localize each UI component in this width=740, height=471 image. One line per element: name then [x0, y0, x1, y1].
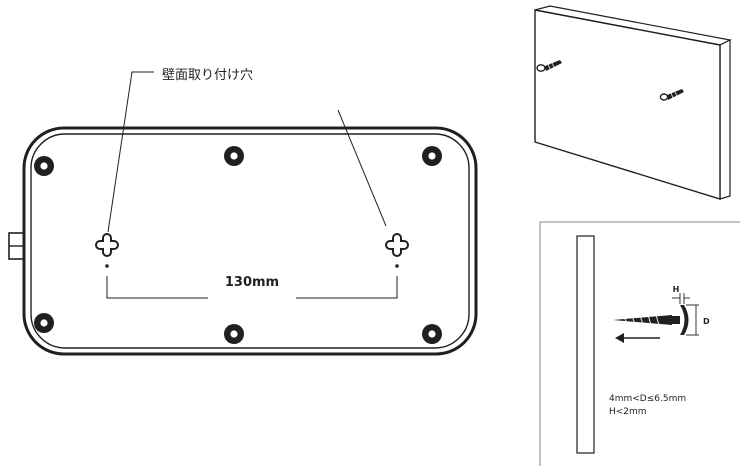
screw-icon	[659, 89, 684, 101]
keyhole-cross-icon	[95, 233, 119, 257]
foot-icon	[422, 146, 442, 166]
foot-icon	[224, 324, 244, 344]
foot-icon	[34, 156, 54, 176]
callout-leaders	[107, 71, 387, 233]
rubber-feet	[34, 146, 442, 344]
foot-icon	[34, 313, 54, 333]
spec-line-2: H<2mm	[609, 407, 647, 417]
left-arrow-icon	[615, 333, 660, 343]
device-body-inner	[30, 133, 470, 349]
spec-line-1: 4mm<D≤6.5mm	[609, 394, 686, 404]
dimension-d	[686, 304, 699, 336]
keyhole-cross-icon	[385, 233, 409, 257]
wall-section	[576, 235, 595, 454]
spacing-dimension-label: 130mm	[225, 275, 279, 290]
dimension-h	[672, 293, 690, 304]
mount-hole-left	[95, 233, 119, 268]
foot-icon	[422, 324, 442, 344]
mount-hole-right	[385, 233, 409, 268]
screw-spec-panel: H D 4mm<D≤6.5mm H<2mm	[539, 221, 740, 466]
wall-board	[534, 5, 732, 200]
foot-icon	[224, 146, 244, 166]
device-body-outer	[22, 126, 478, 356]
screw-h-label: H	[673, 285, 680, 294]
screw-d-label: D	[703, 317, 710, 326]
wall-mount-holes-label: 壁面取り付け穴	[162, 68, 253, 83]
screw-side-view	[613, 305, 689, 335]
dimension-bracket	[106, 276, 398, 299]
screw-icon	[536, 60, 562, 72]
